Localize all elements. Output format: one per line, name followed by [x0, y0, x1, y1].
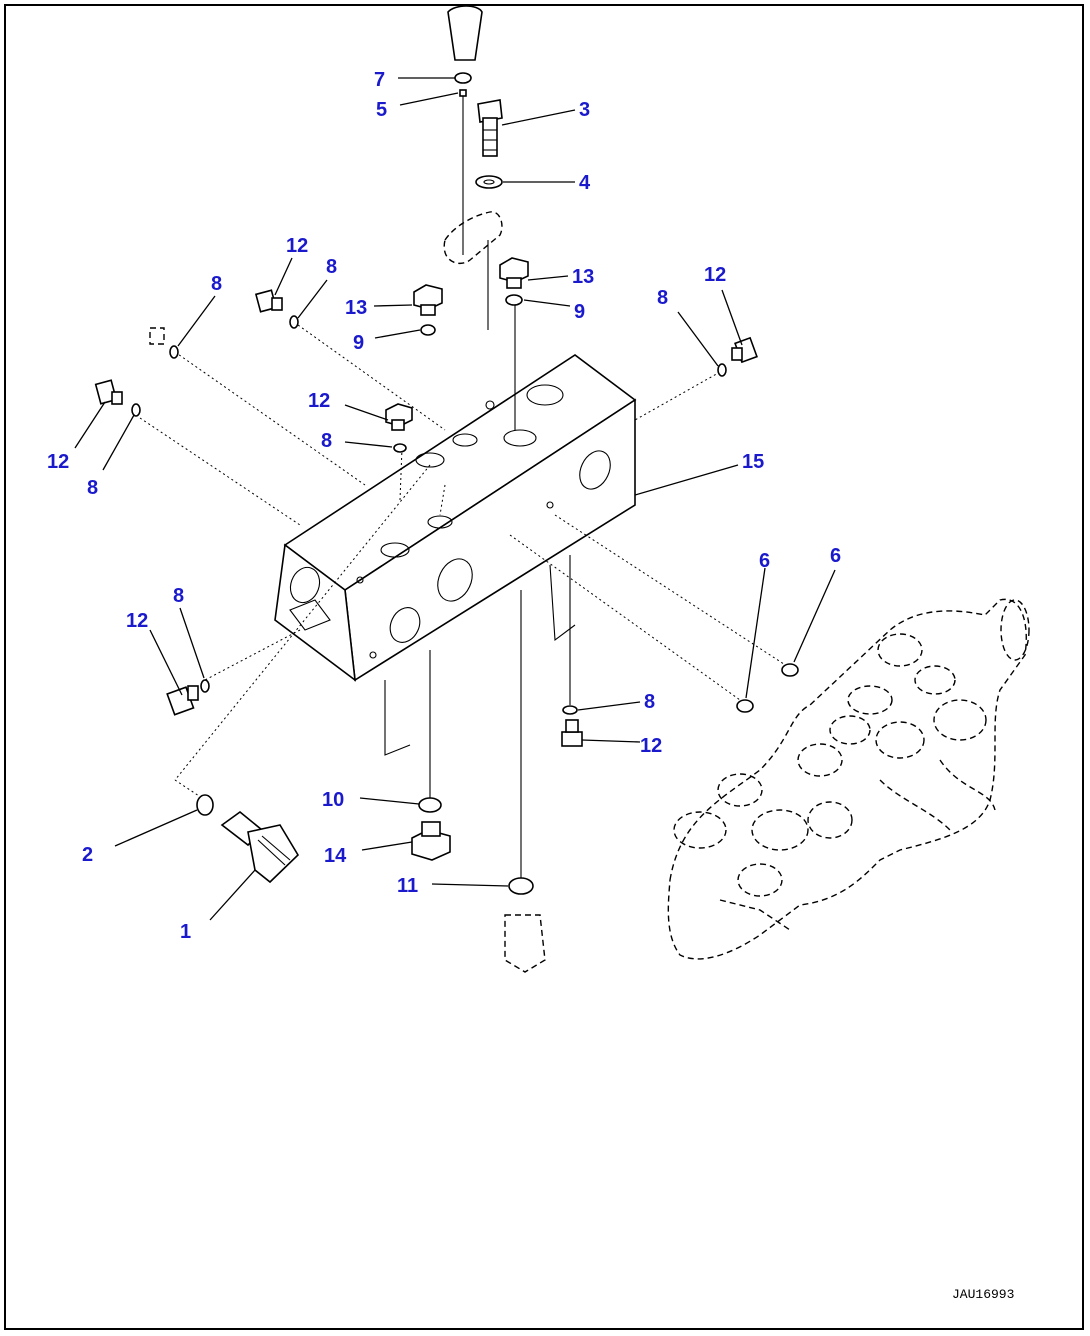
washer-4: [475, 175, 503, 189]
callout-5: 5: [376, 99, 387, 121]
callout-8-left: 8: [87, 477, 98, 499]
o-ring-2: [196, 794, 214, 816]
plug-12-center: [385, 403, 413, 431]
o-ring-8: [289, 315, 299, 329]
callout-13-left: 13: [345, 297, 367, 319]
callout-12-bottomright: 12: [640, 735, 662, 757]
callout-13-right: 13: [572, 266, 594, 288]
callout-10: 10: [322, 789, 344, 811]
callout-8-farleft: 8: [211, 273, 222, 295]
callout-labels: 7 5 3 4 13 9 13 9 12 8 8 8 12 12 8 12 8 …: [47, 69, 841, 943]
callout-8-bottomright: 8: [644, 691, 655, 713]
callout-8-bottomleft: 8: [173, 585, 184, 607]
plug-12-farleft: [149, 327, 165, 345]
plug-13-left: [413, 284, 443, 316]
drawing-code: JAU16993: [952, 1287, 1014, 1302]
pin-5: [459, 89, 467, 97]
callout-12-bottomleft: 12: [126, 610, 148, 632]
callout-12-right: 12: [704, 264, 726, 286]
plug-12-bottomleft: [166, 685, 199, 716]
pressure-switch-1: [220, 810, 300, 884]
o-ring-11: [508, 877, 534, 895]
callout-2: 2: [82, 844, 93, 866]
valve-block: [274, 354, 637, 682]
callout-8-center: 8: [321, 430, 332, 452]
callout-8-topleft: 8: [326, 256, 337, 278]
bottom-fitting: [504, 914, 546, 973]
o-ring-9-right: [505, 294, 523, 306]
top-fitting: [447, 5, 483, 61]
o-ring-6a: [781, 663, 799, 677]
plug-13-right: [499, 257, 529, 289]
callout-6-right: 6: [830, 545, 841, 567]
o-ring-10: [418, 797, 442, 813]
o-ring-6b: [736, 699, 754, 713]
callout-15: 15: [742, 451, 764, 473]
callout-12-left: 12: [47, 451, 69, 473]
callout-9-right: 9: [574, 301, 585, 323]
callout-1: 1: [180, 921, 191, 943]
callout-12-topleft: 12: [286, 235, 308, 257]
callout-8-right: 8: [657, 287, 668, 309]
plug-12-right: [731, 336, 758, 364]
o-ring-7: [454, 72, 472, 84]
callout-9-left: 9: [353, 332, 364, 354]
callout-4: 4: [579, 172, 591, 194]
assembly-verticals: [384, 95, 576, 880]
plug-14: [411, 821, 451, 861]
diagram-frame: [4, 4, 1084, 1330]
callout-3: 3: [579, 99, 590, 121]
bolt-3: [477, 99, 503, 157]
o-ring-9-left: [420, 324, 436, 336]
plug-12-bottomright: [561, 719, 583, 747]
valve-block-end-face: [274, 543, 356, 682]
plug-12-topleft: [254, 289, 283, 313]
callout-14: 14: [324, 845, 347, 867]
plug-12-left: [94, 379, 123, 405]
callout-7: 7: [374, 69, 385, 91]
callout-6-left: 6: [759, 550, 770, 572]
assembly-lines: [139, 324, 791, 801]
leader-lines: [74, 77, 836, 921]
callout-12-center: 12: [308, 390, 330, 412]
hydraulic-assembly-outline: [667, 598, 1030, 960]
callout-11: 11: [397, 875, 418, 897]
